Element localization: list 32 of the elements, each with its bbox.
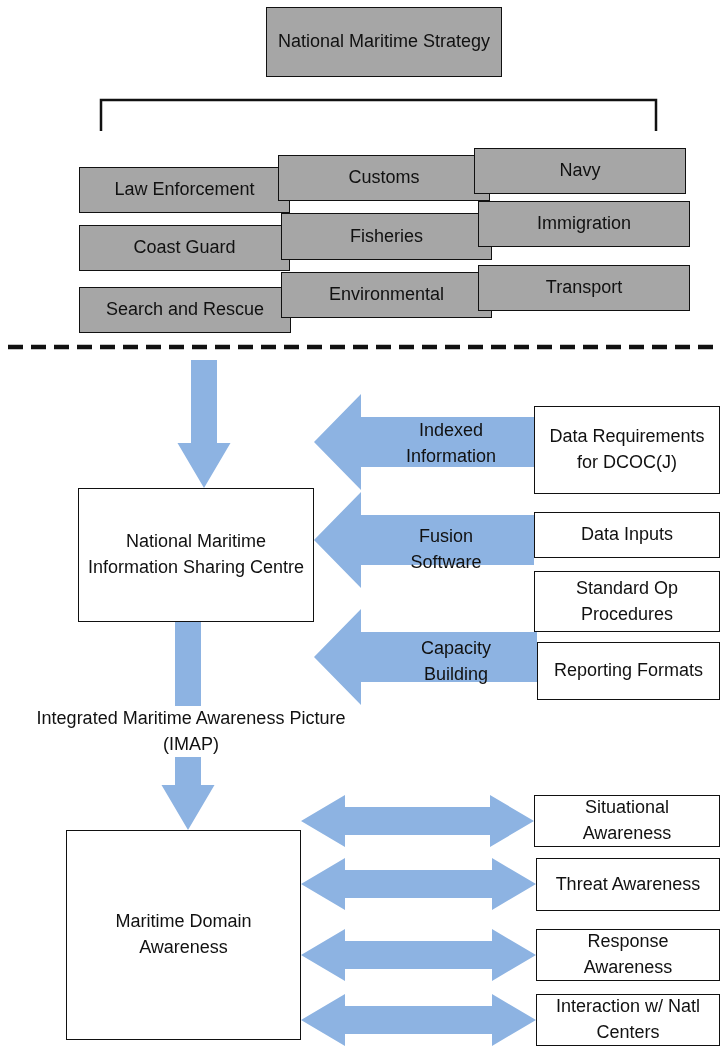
process-box: Coast Guard [79,225,290,271]
process-box: Reporting Formats [537,642,720,700]
process-box: Response Awareness [536,929,720,981]
block-arrow [314,394,534,490]
process-box: Environmental [281,272,492,318]
edge-label: Indexed Information [404,419,497,468]
block-arrow [301,994,536,1046]
process-box: Fisheries [281,213,492,260]
block-arrow [301,858,536,910]
process-box: National Maritime Strategy [266,7,502,77]
process-box: National Maritime Information Sharing Centre [78,488,314,622]
edge-label: Capacity Building [420,637,492,686]
process-box: Standard Op Procedures [534,571,720,632]
edge-label: Integrated Maritime Awareness Picture (IMAP) [36,706,346,758]
block-arrow [177,360,231,488]
process-box: Maritime Domain Awareness [66,830,301,1040]
process-box: Data Requirements for DCOC(J) [534,406,720,494]
process-box: Search and Rescue [79,287,291,333]
process-box: Situational Awareness [534,795,720,847]
process-box: Threat Awareness [536,858,720,911]
process-box: Navy [474,148,686,194]
process-box: Data Inputs [534,512,720,558]
process-box: Law Enforcement [79,167,290,213]
block-arrow [314,492,534,588]
process-box: Immigration [478,201,690,247]
edge-label: Fusion Software [409,525,483,574]
block-arrow [314,609,537,705]
block-arrow [301,795,534,847]
block-arrow [301,929,536,981]
process-box: Customs [278,155,490,201]
process-box: Interaction w/ Natl Centers [536,994,720,1046]
process-box: Transport [478,265,690,311]
